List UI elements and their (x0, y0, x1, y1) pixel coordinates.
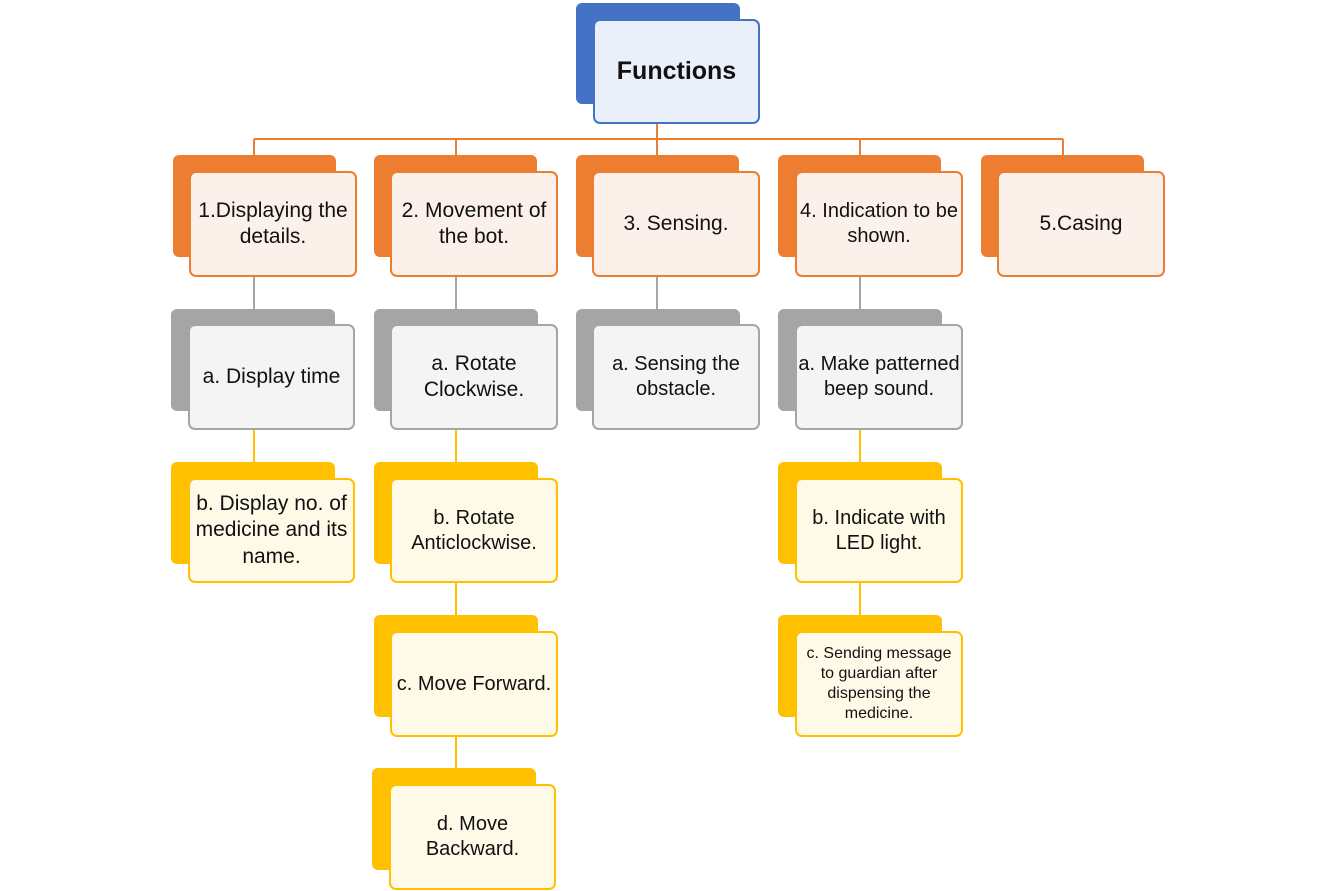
root-label: Functions (616, 56, 737, 85)
sub-node-label: a. Rotate Clockwise. (423, 351, 525, 401)
sub-node-label: a. Sensing the obstacle. (612, 353, 740, 400)
category-label: 5.Casing (1039, 211, 1123, 235)
category-label: 3. Sensing. (623, 211, 729, 235)
sub-node-label: a. Make patterned beep sound. (798, 353, 960, 400)
sub-node-label: c. Move Forward. (396, 672, 552, 695)
sub-node-label: b. Rotate Anticlockwise. (411, 506, 537, 554)
sub-node-label: a. Display time (202, 364, 341, 388)
sub-node-label: d. Move Backward. (425, 813, 520, 860)
category-label: 4. Indication to be shown. (800, 200, 958, 247)
category-label: 1.Displaying the details. (198, 198, 348, 248)
category-label: 2. Movement of the bot. (401, 198, 547, 248)
sub-node-label: b. Indicate with LED light. (812, 506, 946, 554)
sub-node-label: c. Sending message to guardian after dis… (806, 645, 952, 722)
sub-node-label: b. Display no. of medicine and its name. (195, 492, 348, 568)
